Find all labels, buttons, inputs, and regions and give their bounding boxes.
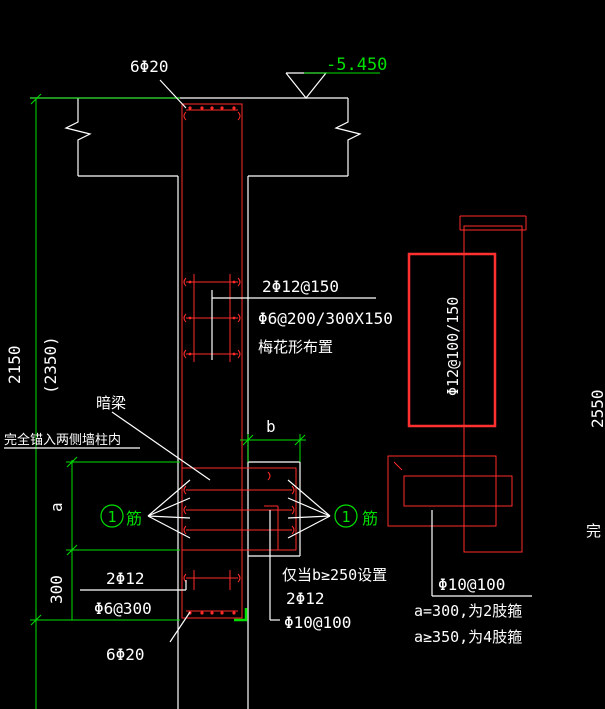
boxed-spec-label: Φ12@100/150 [444,297,462,396]
dim-2150-label: 2150 [5,345,24,384]
rule-a300: a=300,为2肢箍 [414,602,522,620]
dim-2350-label: (2350) [41,336,60,394]
dimension-lines [30,72,380,709]
cond-note: 仅当b≥250设置 [282,566,387,584]
mid-bars-label: 2Φ12@150 [262,277,339,296]
cond-ties-label: Φ10@100 [284,613,351,632]
cond-bars-label: 2Φ12 [286,589,325,608]
bottom-bars-label: 6Φ20 [106,645,145,664]
column-rebar [181,103,243,619]
lower-ties-label: Φ6@300 [94,599,152,618]
elevation-label: -5.450 [326,55,387,75]
tie-spec-label: Φ6@200/300X150 [258,309,393,328]
highlight-box [407,252,497,428]
edge-char-label: 完 [586,522,601,540]
dim-b-label: b [266,417,276,436]
anchor-note: 完全锚入两侧墙柱内 [4,432,121,448]
rule-a350: a≥350,为4肢箍 [414,628,522,646]
lower-bars-label: 2Φ12 [106,569,145,588]
leader-lines [4,79,532,643]
hidden-beam-rebar [181,461,301,557]
bar-mark-left-number: 1 [107,508,116,526]
edge-2550-label: 2550 [588,389,605,428]
beam-label: 暗梁 [96,394,126,412]
dim-300-label: 300 [47,575,66,604]
dim-a-label: a [47,502,66,512]
tie-layout-label: 梅花形布置 [258,338,333,356]
bar-mark-left-circle [100,504,124,528]
right-detail [387,215,527,553]
bar-mark-right-circle [334,504,358,528]
top-bars-label: 6Φ20 [130,57,169,76]
bar-mark-right-number: 1 [341,508,350,526]
bar-left-label: 筋 [126,509,142,528]
bar-right-label: 筋 [362,509,378,528]
right-stirrup-label: Φ10@100 [438,575,505,594]
